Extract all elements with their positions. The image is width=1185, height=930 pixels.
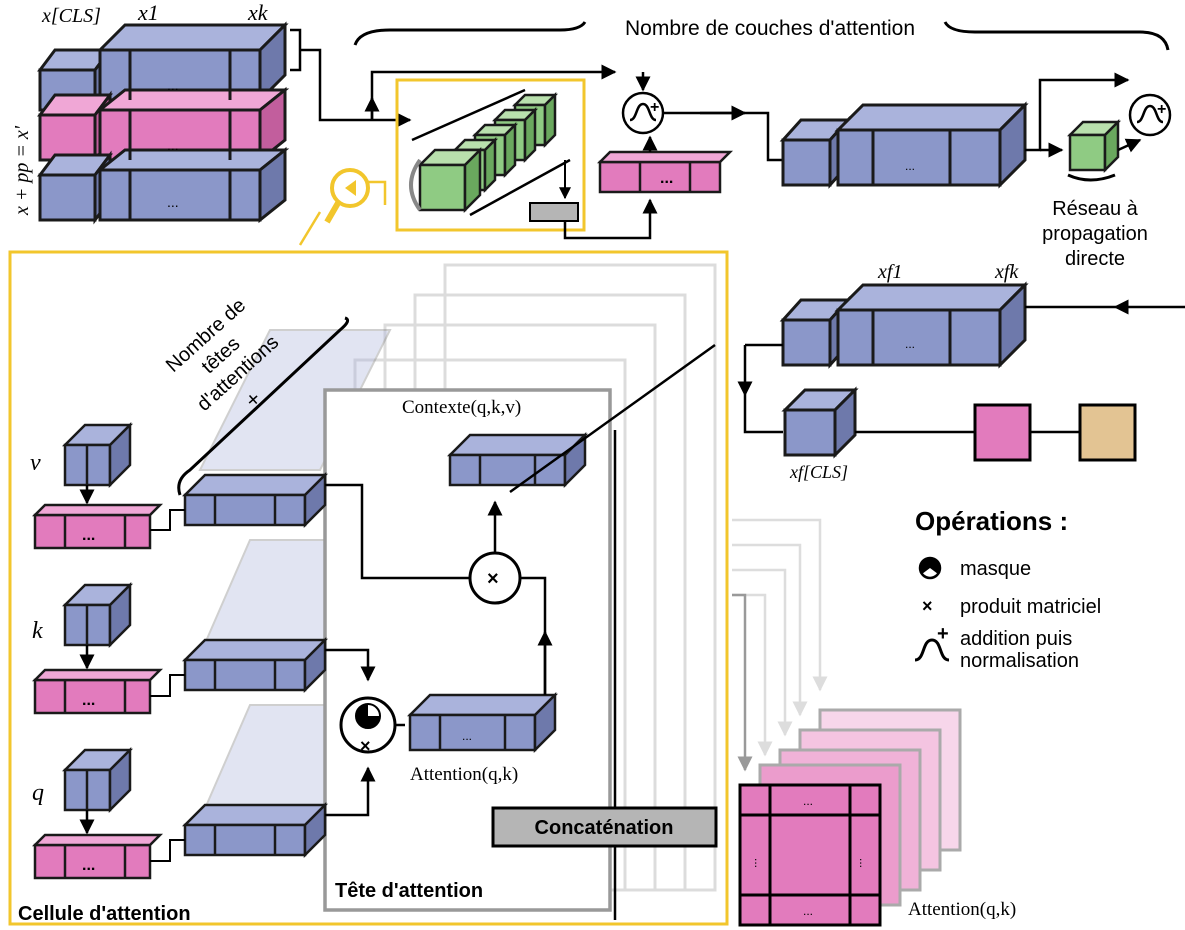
final-output-stack	[779, 281, 1029, 369]
final-out-ellipsis: ...	[905, 337, 915, 351]
svg-text:+: +	[1157, 101, 1166, 118]
k-branch	[31, 581, 164, 715]
magnifier-icon	[324, 168, 370, 224]
ffn-green-cube	[1066, 118, 1122, 174]
q-ellipsis: ...	[82, 857, 95, 874]
cls-output-cube	[781, 386, 859, 459]
layer-out-ellipsis: ...	[905, 159, 915, 173]
svg-text:×: ×	[360, 736, 371, 756]
label-v: v	[30, 450, 41, 476]
input-ellipsis-1: ...	[167, 77, 179, 93]
pink-vector-top	[596, 150, 734, 194]
mask-matmul-node: ×	[339, 696, 397, 756]
matrix-ellipsis-bottom: ...	[803, 904, 813, 918]
label-x1: x1	[137, 0, 159, 25]
add-norm-node-2: +	[1128, 93, 1172, 137]
concat-box	[491, 806, 718, 848]
label-xf-cls: xf[CLS]	[789, 462, 848, 482]
add-norm-icon: +	[914, 623, 950, 662]
label-xk: xk	[247, 0, 269, 25]
label-xf1: xf1	[877, 261, 902, 283]
label-ffn-2: propagation	[1042, 223, 1148, 245]
svg-text:+: +	[650, 99, 659, 116]
matrix-ellipsis-right: ...	[857, 858, 871, 868]
input-arrow	[300, 48, 412, 128]
projected-q	[181, 801, 329, 859]
v-ellipsis: ...	[82, 527, 95, 544]
attention-output-arrows	[732, 518, 828, 772]
label-context: Contexte(q,k,v)	[402, 397, 521, 418]
label-q: q	[32, 780, 44, 806]
label-x-cls: x[CLS]	[41, 5, 101, 27]
k-ellipsis: ...	[82, 692, 95, 709]
legend-title: Opérations :	[915, 506, 1068, 536]
matmul-node: ×	[468, 551, 522, 605]
label-ffn-3: directe	[1065, 248, 1125, 270]
layer-output-stack	[779, 101, 1029, 189]
label-xfk: xfk	[994, 261, 1019, 283]
label-attention-output: Attention(q,k)	[908, 899, 1016, 920]
classifier-pink-block	[973, 403, 1032, 462]
attention-output-matrices	[738, 708, 962, 927]
input-ellipsis-2: ...	[167, 137, 179, 153]
matrix-ellipsis-top: ...	[803, 794, 813, 808]
label-head: Tête d'attention	[335, 880, 483, 902]
input-ellipsis-3: ...	[167, 194, 179, 210]
add-norm-node-1: +	[621, 91, 665, 135]
legend-mask: masque	[960, 558, 1031, 580]
attention-cell-box	[8, 250, 729, 926]
label-ffn-1: Réseau à	[1052, 198, 1138, 220]
legend-add-2: normalisation	[960, 650, 1079, 672]
pink-top-ellipsis: ...	[660, 170, 673, 187]
attn-ellipsis: ...	[462, 729, 472, 743]
concat-mini	[529, 202, 579, 222]
label-concat: Concaténation	[535, 817, 674, 839]
q-branch	[31, 746, 164, 880]
label-num-layers: Nombre de couches d'attention	[625, 17, 915, 40]
v-branch	[31, 421, 164, 550]
legend-add-1: addition puis	[960, 628, 1072, 650]
label-attention-qk: Attention(q,k)	[410, 764, 518, 785]
label-cell: Cellule d'attention	[18, 903, 191, 925]
matrix-ellipsis-left: ...	[752, 858, 766, 868]
projected-k	[181, 636, 329, 694]
svg-text:×: ×	[487, 568, 499, 590]
attention-cell-thumbnail	[395, 78, 586, 232]
svg-text:+: +	[937, 623, 949, 645]
input-bracket	[290, 28, 302, 72]
layers-brace	[353, 21, 587, 46]
matmul-icon: ×	[922, 596, 933, 616]
label-input-equation: x + pp = x'	[11, 125, 33, 216]
green-cubes-stack	[416, 91, 559, 214]
mask-icon	[918, 556, 942, 580]
legend-matmul: produit matriciel	[960, 596, 1101, 618]
attention-matrix-cube	[406, 691, 559, 754]
classifier-tan-block	[1078, 403, 1137, 462]
label-k: k	[32, 618, 43, 644]
context-cube	[446, 431, 589, 489]
heads-brace	[177, 316, 350, 496]
projected-v	[181, 471, 329, 529]
input-embedding-stack	[37, 21, 290, 225]
